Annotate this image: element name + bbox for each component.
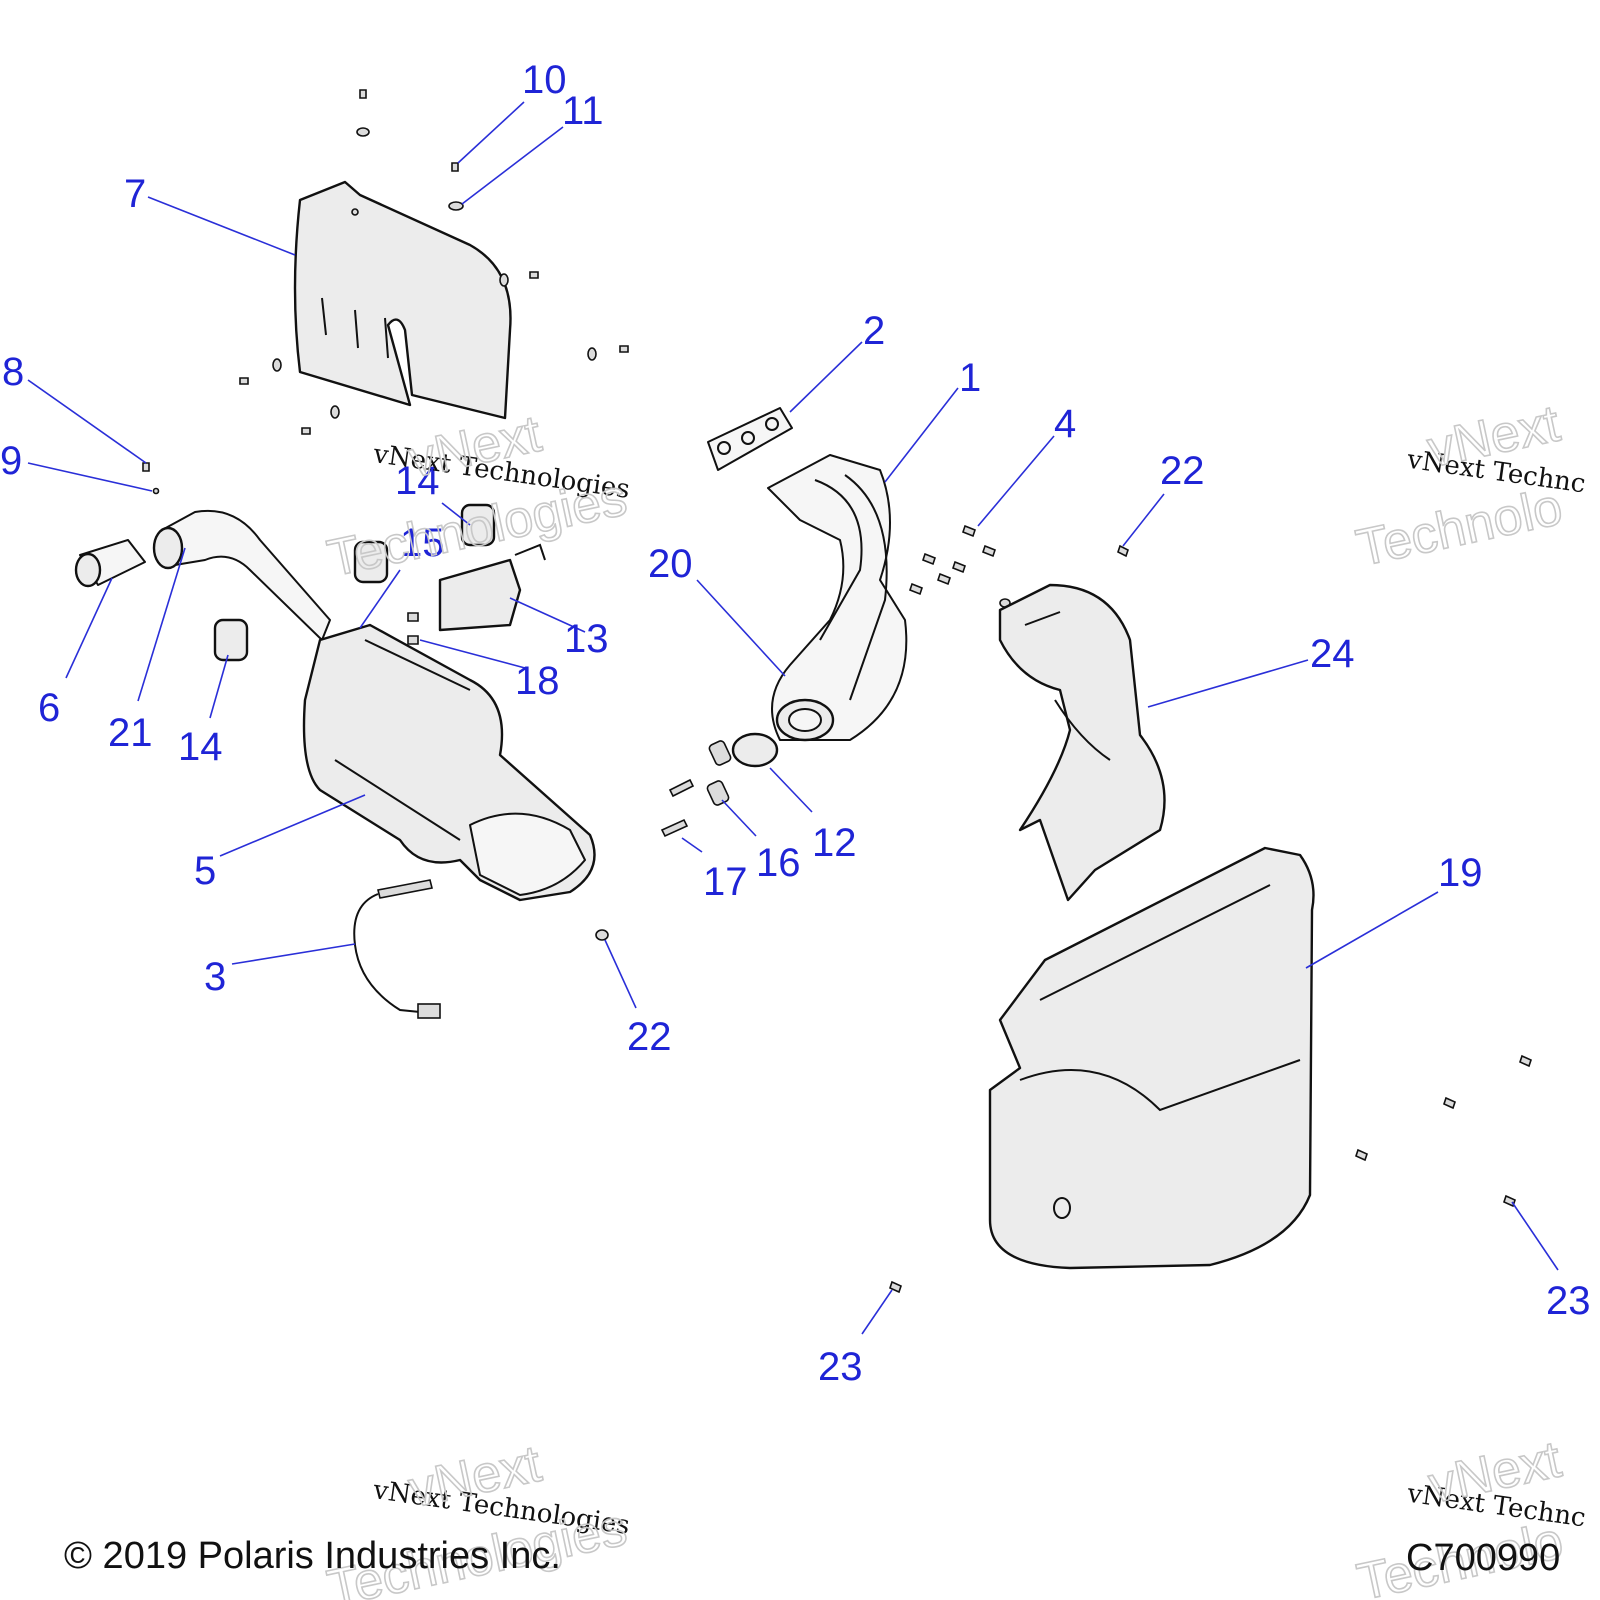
fasteners-lower <box>889 1054 1532 1294</box>
part-o2-sensor <box>353 879 441 1019</box>
callout-16: 16 <box>756 841 801 885</box>
callout-19: 19 <box>1438 851 1483 895</box>
part-exhaust-seal <box>731 732 779 768</box>
leader-lines <box>27 101 1559 1335</box>
part-upper-heat-shield <box>293 180 512 420</box>
callout-14-lower: 14 <box>178 725 223 769</box>
fasteners-header <box>909 524 1129 608</box>
callout-2: 2 <box>863 309 885 353</box>
part-muffler <box>152 509 596 902</box>
parts-mounts-bracket <box>213 503 546 662</box>
callout-22-lower: 22 <box>627 1015 672 1059</box>
callout-1: 1 <box>959 356 981 400</box>
copyright-text: © 2019 Polaris Industries Inc. <box>64 1535 561 1577</box>
part-lower-heat-shield <box>988 846 1315 1270</box>
callout-12: 12 <box>812 821 857 865</box>
callout-20: 20 <box>648 542 693 586</box>
part-tailpipe-tip <box>74 539 146 588</box>
watermark-outline-right-top: vNext Technolo <box>1351 394 1568 579</box>
part-gasket <box>707 407 793 471</box>
callout-14-upper: 14 <box>395 459 440 503</box>
callout-22-upper: 22 <box>1160 449 1205 493</box>
callout-24: 24 <box>1310 632 1355 676</box>
callout-10: 10 <box>522 58 567 102</box>
callout-21: 21 <box>108 711 153 755</box>
callout-11: 11 <box>562 89 604 133</box>
callout-5: 5 <box>194 849 216 893</box>
callout-3: 3 <box>204 955 226 999</box>
fasteners-upper <box>142 89 629 495</box>
callout-17: 17 <box>703 860 748 904</box>
part-header-heat-shield <box>998 583 1166 902</box>
callout-9: 9 <box>0 439 22 483</box>
watermark-outline-center-top: vNext Technologies <box>322 404 633 589</box>
callout-7: 7 <box>124 172 146 216</box>
drawing-code: C700990 <box>1406 1537 1560 1579</box>
callout-18: 18 <box>515 659 560 703</box>
callout-numbers: 10 11 7 2 1 8 9 4 22 14 15 20 13 24 18 6… <box>0 58 1591 1389</box>
callout-23-right: 23 <box>1546 1279 1591 1323</box>
callout-23-lower: 23 <box>818 1345 863 1389</box>
callout-6: 6 <box>38 686 60 730</box>
callout-15: 15 <box>400 521 445 565</box>
part-exhaust-header <box>767 454 908 742</box>
part-nut-lower <box>595 929 609 941</box>
callout-4: 4 <box>1054 402 1076 446</box>
watermark-outline-right-2: Technolo <box>1352 478 1568 578</box>
callout-8: 8 <box>2 350 24 394</box>
parts-springs-bolts <box>660 740 732 838</box>
callout-13: 13 <box>564 617 609 661</box>
